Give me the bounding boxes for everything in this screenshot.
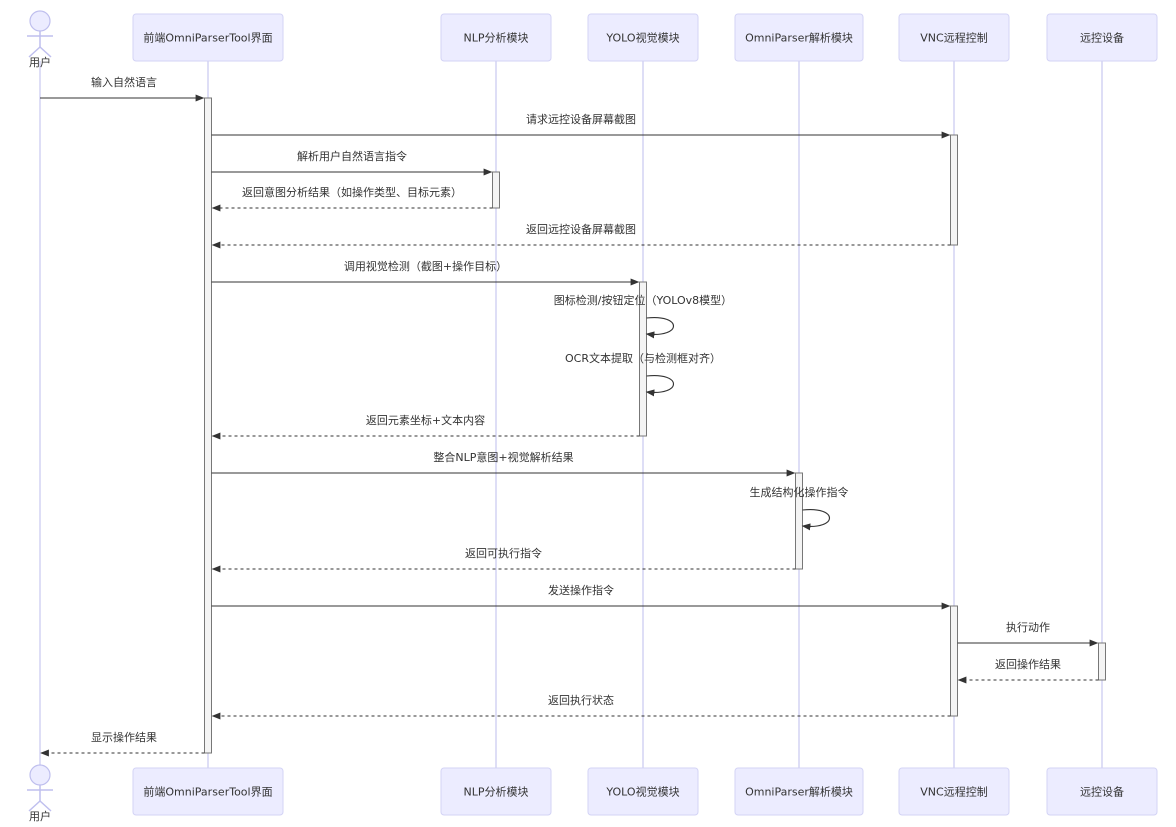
participant-box (587, 13, 699, 62)
activation-nlp-2 (492, 171, 500, 209)
message-12: 发送操作指令 (211, 583, 951, 610)
participant-box (898, 13, 1010, 62)
participant-label: 远控设备 (1080, 31, 1124, 45)
actor-head-icon (29, 764, 51, 786)
message-label: 返回意图分析结果（如操作类型、目标元素） (242, 185, 462, 199)
participant-label: NLP分析模块 (464, 31, 529, 45)
actor-leg-right-icon (39, 46, 52, 58)
message-14: 返回操作结果 (957, 657, 1099, 684)
participant-label: VNC远程控制 (920, 31, 987, 45)
participant-label: OmniParser解析模块 (745, 785, 853, 799)
message-0: 输入自然语言 (40, 75, 205, 102)
activation-omni-4 (795, 472, 803, 570)
message-label: 返回元素坐标+文本内容 (366, 413, 485, 427)
participant-label: 远控设备 (1080, 785, 1124, 799)
self-message-arrow (645, 317, 675, 339)
message-16: 显示操作结果 (40, 730, 205, 757)
participant-omni-bottom: OmniParser解析模块 (734, 767, 864, 816)
message-9: 整合NLP意图+视觉解析结果 (211, 450, 796, 477)
activation-device-6 (1098, 642, 1106, 681)
participant-box (1046, 13, 1158, 62)
activation-yolo-3 (639, 281, 647, 437)
message-label: 执行动作 (1006, 620, 1050, 634)
message-7: OCR文本提取（与检测框对齐） (565, 351, 721, 397)
message-3: 返回意图分析结果（如操作类型、目标元素） (211, 185, 493, 212)
message-1: 请求远控设备屏幕截图 (211, 112, 951, 139)
participant-label: OmniParser解析模块 (745, 31, 853, 45)
message-5: 调用视觉检测（截图+操作目标） (211, 259, 640, 286)
actor-label: 用户 (29, 55, 51, 69)
actor-head-icon (29, 10, 51, 32)
message-6: 图标检测/按钮定位（YOLOv8模型） (554, 293, 732, 339)
message-label: 返回远控设备屏幕截图 (526, 222, 636, 236)
participant-label: 前端OmniParserTool界面 (143, 785, 272, 799)
message-label: 图标检测/按钮定位（YOLOv8模型） (554, 293, 732, 307)
self-message-arrow (645, 375, 675, 397)
self-message-arrow (801, 509, 831, 531)
participant-label: YOLO视觉模块 (605, 785, 679, 799)
participant-vnc-top: VNC远程控制 (898, 13, 1010, 62)
participant-label: NLP分析模块 (464, 785, 529, 799)
participant-box (132, 13, 284, 62)
message-4: 返回远控设备屏幕截图 (211, 222, 951, 249)
message-label: 解析用户自然语言指令 (297, 149, 407, 163)
participant-box (734, 767, 864, 816)
participant-device-top: 远控设备 (1046, 13, 1158, 62)
message-15: 返回执行状态 (211, 693, 951, 720)
activation-vnc-5 (950, 605, 958, 717)
message-10: 生成结构化操作指令 (750, 485, 849, 531)
participant-box (898, 767, 1010, 816)
message-2: 解析用户自然语言指令 (211, 149, 493, 176)
participant-user-top: 用户 (27, 10, 53, 69)
participant-yolo-bottom: YOLO视觉模块 (587, 767, 699, 816)
actor-label: 用户 (29, 809, 51, 823)
activation-frontend-0 (204, 97, 212, 754)
participant-nlp-top: NLP分析模块 (440, 13, 552, 62)
message-label: 整合NLP意图+视觉解析结果 (433, 450, 573, 464)
activation-vnc-1 (950, 134, 958, 246)
message-8: 返回元素坐标+文本内容 (211, 413, 640, 440)
participant-frontend-bottom: 前端OmniParserTool界面 (132, 767, 284, 816)
actor-leg-left-icon (28, 800, 41, 812)
message-label: 输入自然语言 (91, 75, 157, 89)
participant-label: 前端OmniParserTool界面 (143, 31, 272, 45)
participant-device-bottom: 远控设备 (1046, 767, 1158, 816)
participant-yolo-top: YOLO视觉模块 (587, 13, 699, 62)
participant-label: VNC远程控制 (920, 785, 987, 799)
participant-box (132, 767, 284, 816)
participant-box (1046, 767, 1158, 816)
participant-frontend-top: 前端OmniParserTool界面 (132, 13, 284, 62)
message-label: 请求远控设备屏幕截图 (526, 112, 636, 126)
participant-box (734, 13, 864, 62)
participant-box (440, 13, 552, 62)
message-label: 调用视觉检测（截图+操作目标） (344, 259, 507, 273)
participant-label: YOLO视觉模块 (605, 31, 679, 45)
message-label: 显示操作结果 (91, 730, 157, 744)
participant-box (440, 767, 552, 816)
message-label: OCR文本提取（与检测框对齐） (565, 351, 721, 365)
actor-leg-left-icon (28, 46, 41, 58)
message-label: 返回操作结果 (995, 657, 1061, 671)
message-label: 发送操作指令 (548, 583, 614, 597)
participant-vnc-bottom: VNC远程控制 (898, 767, 1010, 816)
actor-leg-right-icon (39, 800, 52, 812)
message-11: 返回可执行指令 (211, 546, 796, 573)
participant-box (587, 767, 699, 816)
participant-user-bottom: 用户 (27, 764, 53, 823)
participant-omni-top: OmniParser解析模块 (734, 13, 864, 62)
message-label: 返回可执行指令 (465, 546, 542, 560)
message-13: 执行动作 (957, 620, 1099, 647)
message-label: 返回执行状态 (548, 693, 614, 707)
participant-nlp-bottom: NLP分析模块 (440, 767, 552, 816)
message-label: 生成结构化操作指令 (750, 485, 849, 499)
